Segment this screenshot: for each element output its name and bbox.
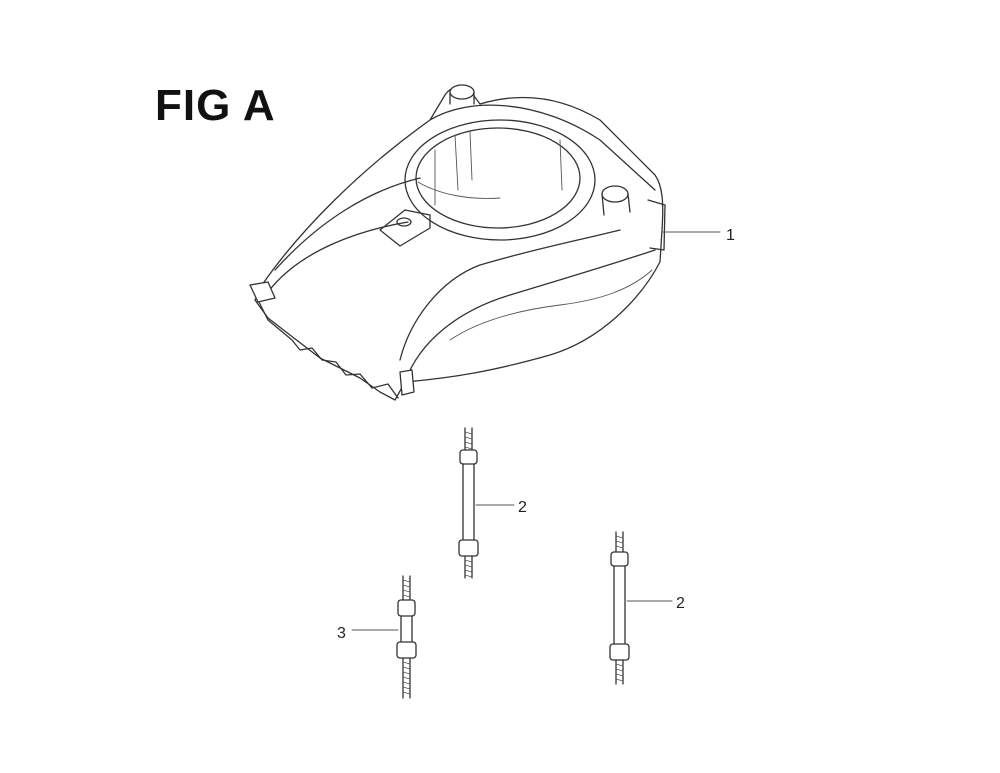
figure-title: FIG A	[155, 81, 276, 130]
callout-2a: 2	[518, 499, 527, 516]
stud-bolt-part-short	[351, 575, 417, 699]
callout-1: 1	[726, 227, 735, 244]
callout-2b: 2	[676, 595, 685, 612]
stud-bolt-part-right	[609, 531, 673, 685]
fan-housing-part	[249, 84, 721, 401]
callout-3: 3	[337, 625, 346, 642]
stud-bolt-part-center	[458, 427, 515, 579]
